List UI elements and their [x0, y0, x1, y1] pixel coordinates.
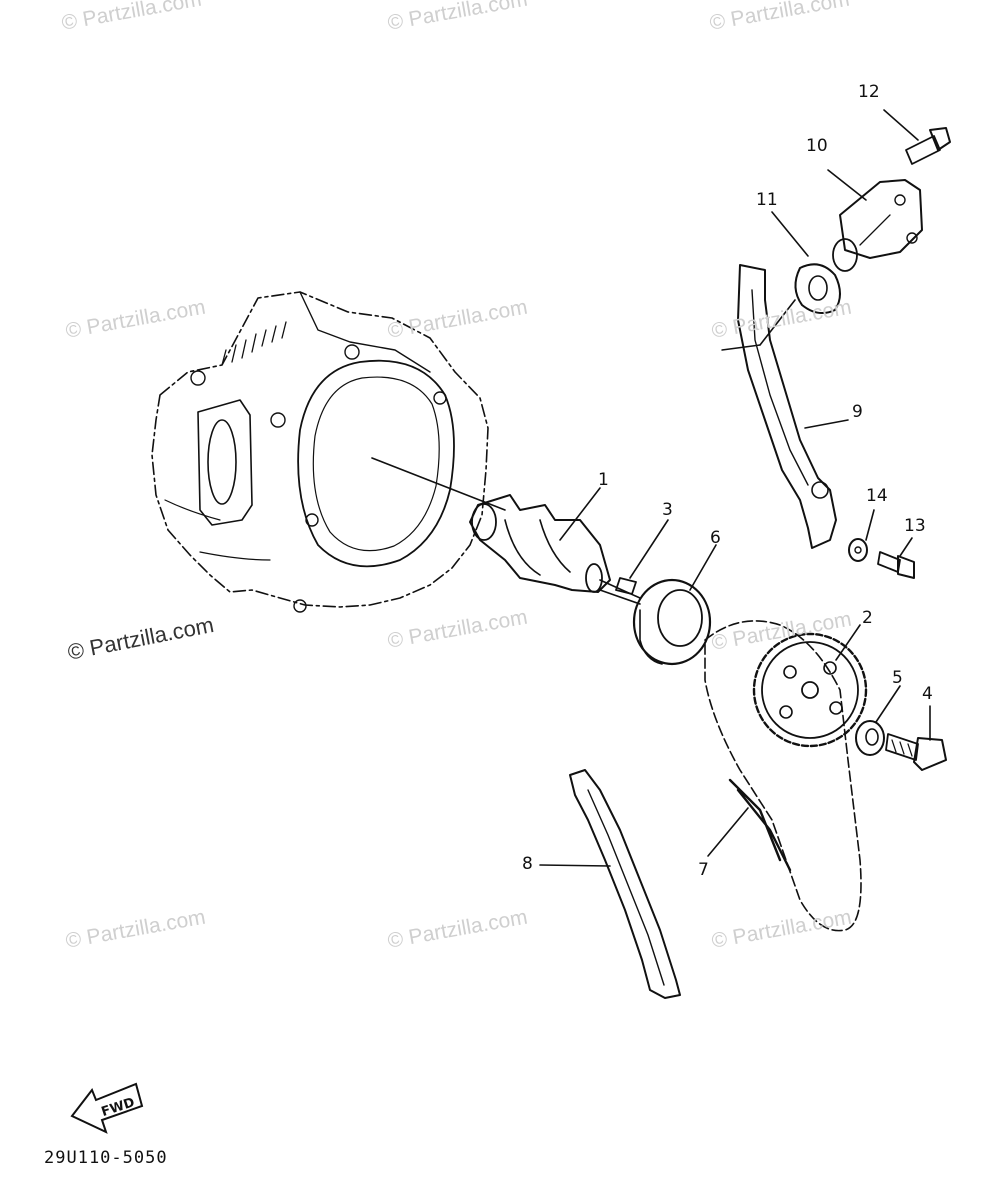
callout-8: 8: [522, 854, 533, 874]
callout-7: 7: [698, 860, 709, 880]
chain-guide-8: [569, 769, 681, 999]
callout-11: 11: [756, 190, 778, 210]
callout-6: 6: [710, 528, 721, 548]
cam-chain: [704, 620, 862, 932]
cam-sprocket: [752, 632, 868, 748]
bolt-12: [905, 127, 951, 165]
callout-5: 5: [892, 668, 903, 688]
bolt-4: [885, 733, 947, 771]
fwd-label: FWD: [100, 1095, 137, 1120]
diagram-code: 29U110-5050: [44, 1148, 168, 1168]
fwd-arrow-icon: FWD: [70, 1082, 144, 1134]
cylinder-head: [151, 291, 489, 613]
callout-12: 12: [858, 82, 880, 102]
bolt-13: [877, 551, 915, 579]
tensioner-gasket: [794, 263, 841, 315]
callout-3: 3: [662, 500, 673, 520]
callout-14: 14: [866, 486, 888, 506]
callout-9: 9: [852, 402, 863, 422]
callout-13: 13: [904, 516, 926, 536]
camshaft: [469, 494, 641, 605]
washer-14: [848, 538, 868, 562]
callout-10: 10: [806, 136, 828, 156]
callout-2: 2: [862, 608, 873, 628]
callout-1: 1: [598, 470, 609, 490]
leader-lines: [371, 109, 931, 867]
chain-tensioner-assy: [832, 179, 923, 272]
camshaft-bearing: [632, 578, 712, 666]
callout-4: 4: [922, 684, 933, 704]
washer-5: [855, 720, 885, 756]
dowel-pin: [615, 577, 637, 595]
